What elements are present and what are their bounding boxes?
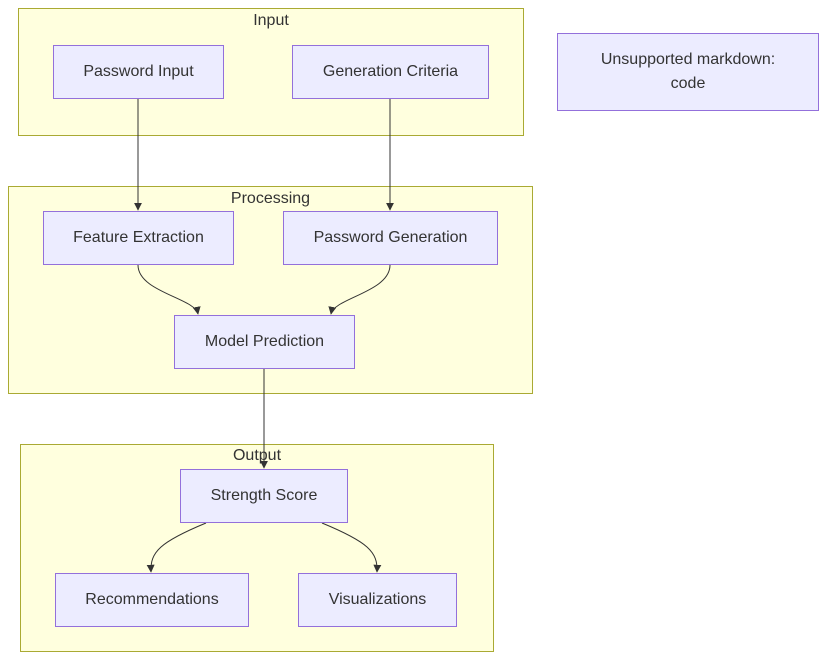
password-input-node: Password Input (53, 45, 224, 99)
processing-cluster-title: Processing (230, 190, 311, 207)
password-input-label: Password Input (83, 63, 194, 80)
model-prediction-label: Model Prediction (204, 333, 325, 350)
unsupported-markdown-line1: Unsupported markdown: (600, 51, 776, 68)
unsupported-markdown-line2: code (670, 75, 706, 92)
visualizations-node: Visualizations (298, 573, 457, 627)
unsupported-markdown-node: Unsupported markdown: code (557, 33, 819, 111)
feature-extraction-node: Feature Extraction (43, 211, 234, 265)
password-generation-label: Password Generation (313, 229, 468, 246)
input-cluster-title: Input (253, 12, 289, 29)
recommendations-label: Recommendations (85, 591, 219, 608)
strength-score-node: Strength Score (180, 469, 348, 523)
strength-score-label: Strength Score (210, 487, 318, 504)
generation-criteria-label: Generation Criteria (322, 63, 459, 80)
recommendations-node: Recommendations (55, 573, 249, 627)
password-generation-node: Password Generation (283, 211, 498, 265)
visualizations-label: Visualizations (328, 591, 427, 608)
output-cluster-title: Output (232, 447, 282, 464)
feature-extraction-label: Feature Extraction (73, 229, 204, 246)
model-prediction-node: Model Prediction (174, 315, 355, 369)
generation-criteria-node: Generation Criteria (292, 45, 489, 99)
